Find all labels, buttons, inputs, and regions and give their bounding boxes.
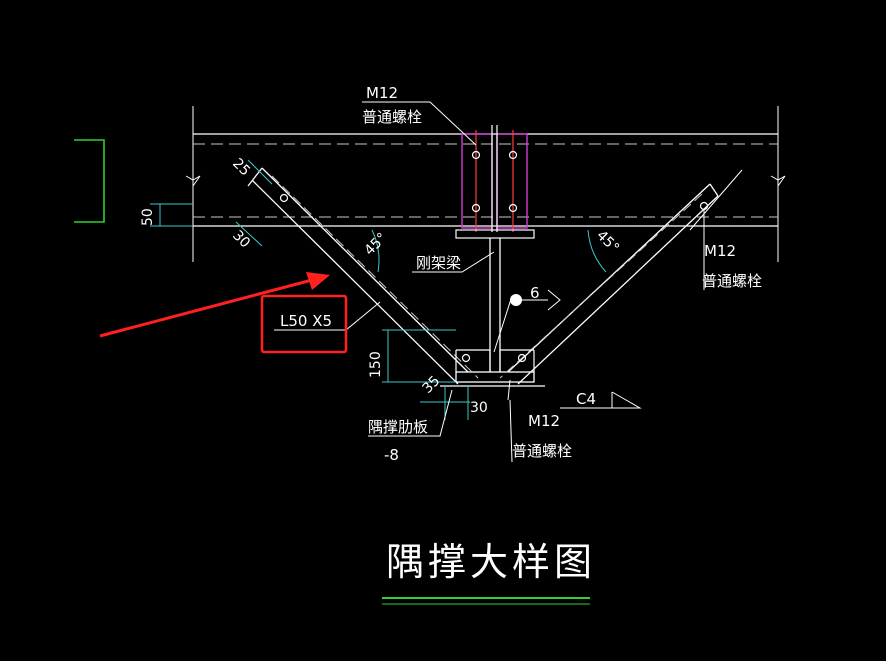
channel-section-symbol (74, 139, 105, 223)
weld-c: C4 (576, 390, 596, 408)
drawing-title: 隅撑大样图 (386, 540, 596, 584)
dim-150: 150 (368, 351, 384, 378)
beam-centerlines (193, 143, 778, 218)
bolt-right-size: M12 (704, 242, 736, 260)
bolt-bottom-size: M12 (528, 412, 560, 430)
gusset-label: 隅撑肋板 (368, 418, 428, 436)
dim-30-bottom: 30 (470, 400, 488, 416)
dim-50: 50 (140, 208, 156, 226)
bolt-bottom-type: 普通螺栓 (512, 442, 572, 460)
bolt-top-type: 普通螺栓 (362, 108, 422, 126)
beam-label: 刚架梁 (416, 254, 461, 272)
title-underline (382, 597, 590, 605)
bolt-right-type: 普通螺栓 (702, 272, 762, 290)
dimension-lines (150, 159, 607, 420)
angle-label: L50 X5 (280, 312, 332, 330)
annotation-arrow (99, 272, 330, 338)
highlight-box (260, 294, 348, 354)
leader-lines (274, 101, 705, 463)
weld-symbol-circle (510, 294, 522, 306)
weld-size: 6 (530, 284, 540, 302)
bolt-top-size: M12 (366, 84, 398, 102)
bolt-plate-group (455, 125, 535, 239)
gusset-plates (455, 349, 535, 372)
left-angle-brace (247, 167, 479, 385)
gusset-thickness: -8 (384, 446, 399, 464)
right-angle-brace (499, 169, 743, 385)
